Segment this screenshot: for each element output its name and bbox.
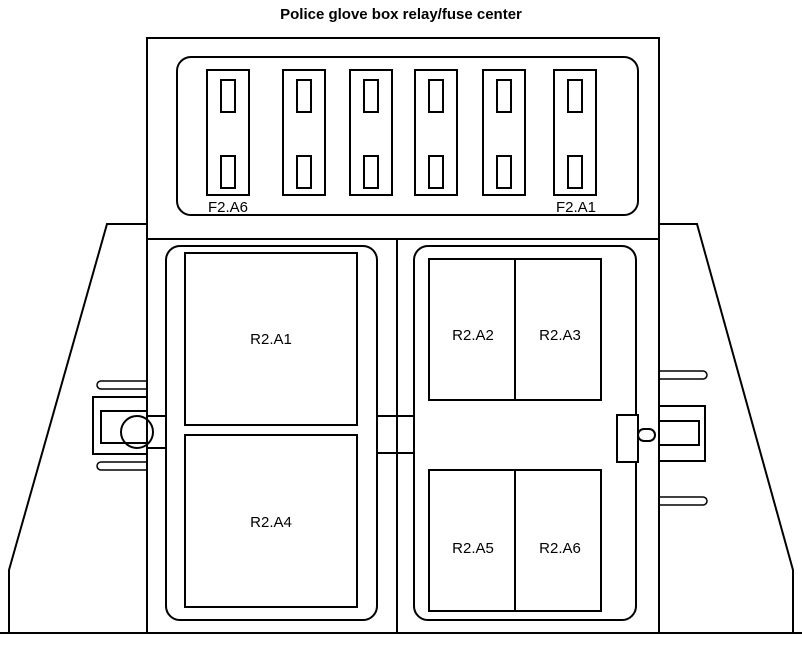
fuse-slot-f2-a1 [553,69,597,196]
fuse-slot-f2-a2 [482,69,526,196]
center-latch [376,415,415,454]
relay-r2-a6: R2.A6 [514,469,602,612]
relay-r2-a3: R2.A3 [514,258,602,401]
relay-label-r2-a2: R2.A2 [452,327,494,344]
left-mounting-bracket [92,380,166,471]
relay-r2-a1: R2.A1 [184,252,358,426]
relay-label-r2-a3: R2.A3 [539,327,581,344]
right-mounting-bracket [616,370,708,506]
right-relay-bay: R2.A2 R2.A3 R2.A5 R2.A6 [413,245,637,621]
fuse-slot-f2-a5 [282,69,326,196]
fuse-label-left: F2.A6 [208,199,248,216]
left-wing [8,223,147,634]
left-relay-bay-frame [165,245,378,621]
relay-label-r2-a6: R2.A6 [539,540,581,557]
relay-label-r2-a1: R2.A1 [250,331,292,348]
relay-r2-a4: R2.A4 [184,434,358,608]
relay-r2-a2: R2.A2 [428,258,516,401]
right-relay-bay-frame [413,245,637,621]
relay-r2-a5: R2.A5 [428,469,516,612]
fuse-label-right: F2.A1 [556,199,596,216]
left-mounting-hole [120,415,154,449]
diagram-title: Police glove box relay/fuse center [280,6,522,23]
fuse-slot-f2-a4 [349,69,393,196]
relay-label-r2-a4: R2.A4 [250,514,292,531]
fuse-slot-f2-a3 [414,69,458,196]
fuse-panel: F2.A6 F2.A1 [176,56,639,216]
fuse-panel-frame [176,56,639,216]
main-housing [146,37,660,634]
right-wing [659,223,794,634]
left-relay-bay: R2.A1 R2.A4 [165,245,378,621]
relay-label-r2-a5: R2.A5 [452,540,494,557]
fuse-slot-f2-a6 [206,69,250,196]
